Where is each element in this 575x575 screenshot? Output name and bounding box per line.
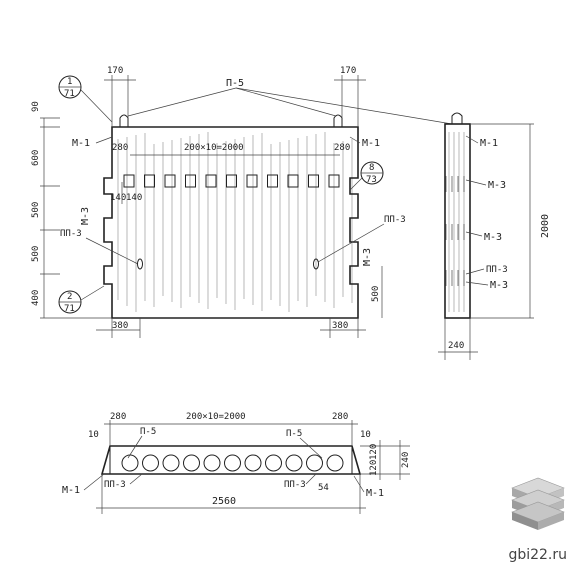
front-hole: [185, 174, 196, 188]
side-m3-label-c: М-3: [490, 280, 508, 291]
front-hole: [123, 174, 135, 188]
lifting-loop-right: [333, 114, 343, 127]
m3-label-left: М-3: [80, 207, 91, 225]
front-hole-row: [123, 174, 340, 188]
plan-m1-left: М-1: [62, 485, 80, 496]
plan-hole: [326, 454, 344, 472]
plan-edge-280-left: 280: [110, 412, 126, 422]
plan-hole: [121, 454, 139, 472]
side-m1-label: М-1: [480, 138, 498, 149]
top-offset-right: 170: [340, 66, 356, 76]
plan-hole: [306, 454, 323, 472]
side-m3-label-b: М-3: [484, 232, 502, 243]
side-rebar-middle: [445, 224, 465, 240]
side-panel-outline: [444, 123, 471, 319]
front-hole: [287, 174, 299, 188]
section-marker-bottom-left-sheet: 71: [64, 304, 75, 314]
right-dim-500: 500: [371, 286, 381, 302]
plan-view: 280 280 200×10=2000 10 10 П-5 П-5 120 12…: [62, 412, 411, 514]
site-watermark: gbi22.ru: [508, 547, 567, 563]
front-panel-outline: [103, 126, 359, 319]
plan-hole: [142, 454, 159, 472]
top-offset-left: 170: [107, 66, 123, 76]
m1-label-right: М-1: [362, 138, 380, 149]
m3-label-right: М-3: [362, 248, 373, 266]
plan-hole: [265, 454, 282, 472]
top-left-dim-90: 90: [31, 101, 41, 112]
front-hole: [308, 174, 319, 188]
plan-dim-240: 240: [401, 452, 411, 468]
section-marker-top-left-sheet: 71: [64, 89, 75, 99]
side-view: М-1 М-3 М-3 ПП-3 М-3 2000 240: [438, 112, 551, 360]
plan-pp3-left: ПП-3: [104, 480, 126, 490]
plan-hole: [203, 454, 221, 472]
plan-hole-row: [121, 454, 344, 472]
plan-hole: [162, 454, 180, 472]
loop-label: П-5: [226, 78, 244, 89]
pp3-loop-left: [137, 258, 143, 270]
gbi-logo-icon: [511, 477, 565, 530]
plan-length: 2560: [212, 496, 236, 507]
front-hole: [226, 174, 237, 188]
plan-dim-54: 54: [318, 483, 329, 493]
left-dim-400: 400: [31, 290, 41, 306]
left-dim-500-b: 500: [31, 246, 41, 262]
plan-hole: [244, 454, 262, 472]
lifting-loop-left: [119, 114, 129, 127]
plan-m1-right: М-1: [366, 488, 384, 499]
plan-outline: [100, 445, 362, 475]
side-rebar-upper: [445, 176, 465, 192]
edge-280-right: 280: [334, 143, 350, 153]
plan-dim-10-right: 10: [360, 430, 371, 440]
bottom-dim-right: 380: [332, 321, 348, 331]
m1-label-left: М-1: [72, 138, 90, 149]
side-hatch: [448, 132, 465, 312]
plan-hole: [183, 454, 200, 472]
dim-140-a: 140: [110, 193, 126, 203]
front-view: 170 170 П-5 1 71 2 71 8 73 М-1 М-1 280 2…: [31, 66, 453, 338]
side-width: 240: [448, 341, 464, 351]
side-pp3-label: ПП-3: [486, 265, 508, 275]
plan-edge-280-right: 280: [332, 412, 348, 422]
hole-spacing-label: 200×10=2000: [184, 143, 244, 153]
side-m3-label-a: М-3: [488, 180, 506, 191]
front-hole: [328, 174, 340, 188]
plan-hole: [224, 454, 241, 472]
left-dim-600: 600: [31, 150, 41, 166]
plan-hole-spacing: 200×10=2000: [186, 412, 246, 422]
plan-dim-120-a: 120: [369, 444, 379, 460]
front-hole: [164, 174, 176, 188]
pp3-label-right: ПП-3: [384, 215, 406, 225]
left-dim-500-a: 500: [31, 202, 41, 218]
section-marker-top-left-num: 1: [67, 77, 72, 87]
plan-dim-120-b: 120: [369, 460, 379, 476]
plan-loop-right: П-5: [286, 429, 302, 439]
edge-280-left: 280: [112, 143, 128, 153]
pp3-label-left: ПП-3: [60, 229, 82, 239]
side-loop: [451, 112, 463, 124]
front-hole: [205, 174, 217, 188]
bottom-dim-left: 380: [112, 321, 128, 331]
dim-140-b: 140: [126, 193, 142, 203]
plan-dim-10-left: 10: [88, 430, 99, 440]
front-hole: [144, 174, 155, 188]
section-marker-right-sheet: 73: [366, 175, 377, 185]
section-marker-right-num: 8: [369, 163, 374, 173]
side-rebar-lower: [445, 270, 465, 286]
plan-hole: [285, 454, 303, 472]
plan-pp3-right: ПП-3: [284, 480, 306, 490]
plan-loop-left: П-5: [140, 427, 156, 437]
front-hole: [267, 174, 278, 188]
side-height: 2000: [540, 214, 551, 238]
pp3-loop-right: [313, 258, 319, 270]
front-hatch: [117, 132, 353, 312]
section-marker-bottom-left-num: 2: [67, 292, 72, 302]
front-hole: [246, 174, 258, 188]
